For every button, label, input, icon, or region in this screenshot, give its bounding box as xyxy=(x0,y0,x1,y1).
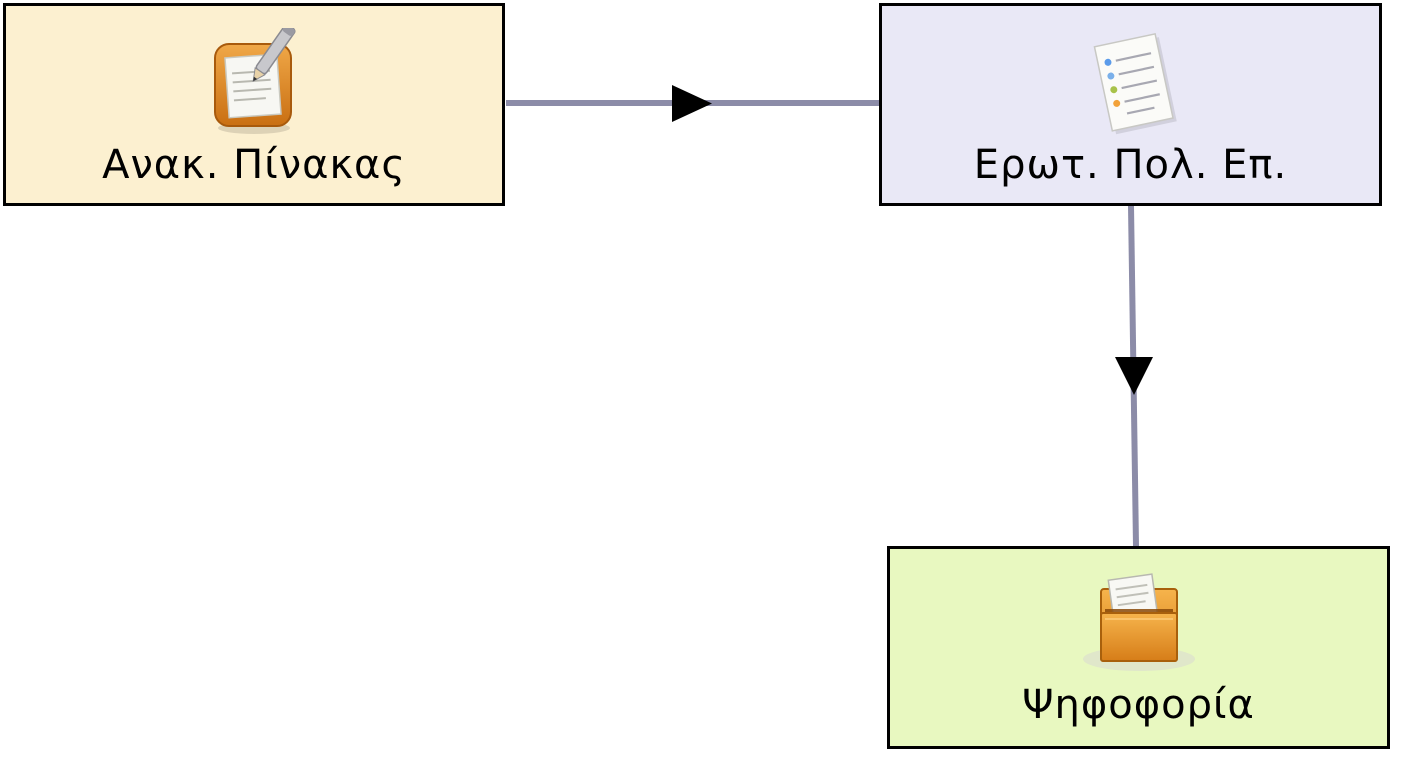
node-label: Ψηφοφορία xyxy=(1022,682,1255,728)
arrowhead-icon xyxy=(672,85,712,122)
ballot-box-icon xyxy=(1082,573,1195,671)
arrowhead-icon xyxy=(1115,357,1153,395)
node-vote[interactable]: Ψηφοφορία xyxy=(887,546,1390,749)
node-label: Ανακ. Πίνακας xyxy=(102,142,406,188)
checklist-document-icon xyxy=(1093,33,1177,135)
node-label: Ερωτ. Πολ. Επ. xyxy=(973,142,1288,188)
node-question[interactable]: Ερωτ. Πολ. Επ. xyxy=(879,3,1382,206)
edge-board-to-question xyxy=(506,85,879,122)
node-board[interactable]: Ανακ. Πίνακας xyxy=(3,3,505,206)
notepad-pencil-icon xyxy=(214,28,296,134)
edge-question-to-vote xyxy=(1115,205,1153,547)
